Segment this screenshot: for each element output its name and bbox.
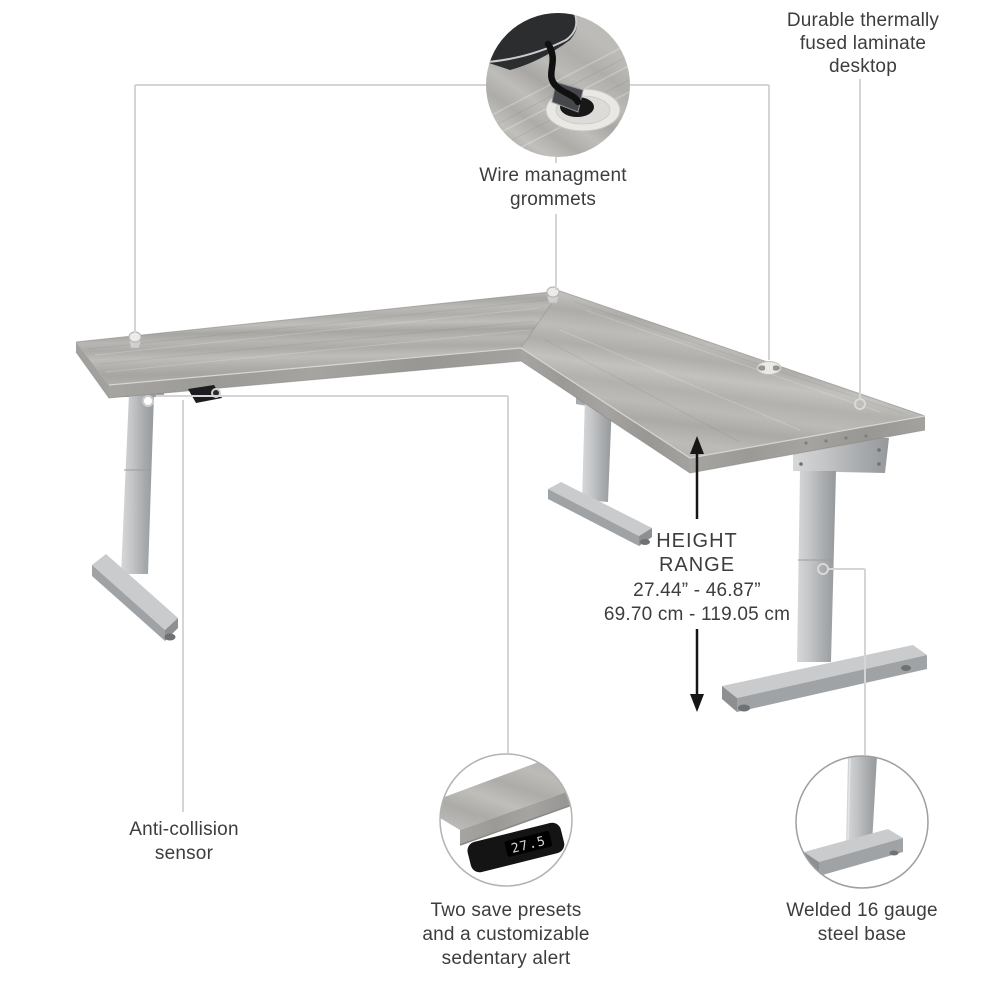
label-line: RANGE — [658, 554, 736, 576]
grommet-marker-icon-center — [546, 286, 560, 304]
label-line: Wire managment — [479, 165, 627, 186]
leveling-foot-pad — [738, 704, 750, 712]
inset-ring — [795, 755, 929, 889]
label-line: and a customizable — [422, 924, 590, 945]
leveling-foot-pad — [640, 539, 650, 545]
middle-leg — [548, 388, 652, 546]
inset-control-panel-photo: 27.5 — [440, 754, 572, 886]
callout-anchor-circle — [817, 563, 829, 575]
label-line: Two save presets — [430, 900, 582, 921]
callout-steel-base-label: Welded 16 gauge steel base — [750, 899, 974, 947]
callout-save-presets-label: Two save presets and a customizable sede… — [394, 899, 618, 971]
callout-desktop-material-label: Durable thermally fused laminate desktop — [763, 9, 963, 78]
cable — [544, 40, 582, 106]
inset-grommet-photo — [486, 13, 630, 157]
callout-anti-collision-label: Anti-collision sensor — [84, 818, 284, 866]
label-line: fused laminate — [799, 33, 927, 54]
desktop-surface — [75, 290, 926, 474]
label-line: sedentary alert — [441, 948, 571, 969]
label-line: Durable thermally — [786, 10, 940, 31]
label-line: Anti-collision — [129, 819, 239, 840]
leveling-foot-pad — [164, 633, 176, 641]
woodgrain-streaks — [94, 307, 881, 431]
grommet-marker-icon-left — [128, 331, 142, 349]
label-line: Welded 16 gauge — [786, 900, 938, 921]
grommet-cover-icon-right — [756, 361, 782, 375]
left-leg — [92, 386, 178, 641]
label-line: desktop — [829, 56, 897, 77]
double-headed-arrow-icon — [690, 436, 704, 712]
label-line: HEIGHT — [656, 530, 738, 552]
edge-screws — [804, 434, 868, 445]
height-range-centimeters: 69.70 cm - 119.05 cm — [603, 604, 791, 625]
inset-ring — [439, 753, 573, 887]
height-range-values: 27.44” - 46.87” 69.70 cm - 119.05 cm — [560, 579, 834, 627]
label-line: sensor — [154, 843, 214, 864]
height-range-inches: 27.44” - 46.87” — [633, 580, 761, 601]
callout-lines — [134, 79, 866, 812]
callout-anchor-circle — [854, 398, 866, 410]
callout-wire-grommets-label: Wire managment grommets — [453, 164, 653, 212]
label-line: steel base — [817, 924, 907, 945]
leveling-foot-pad — [901, 665, 911, 671]
height-range-title: HEIGHT RANGE — [597, 529, 797, 577]
label-line: grommets — [509, 189, 597, 210]
keypad-display: 27.5 — [467, 822, 565, 873]
callout-anchor-circle — [142, 395, 154, 407]
woodgrain-streaks-dark — [87, 299, 906, 443]
